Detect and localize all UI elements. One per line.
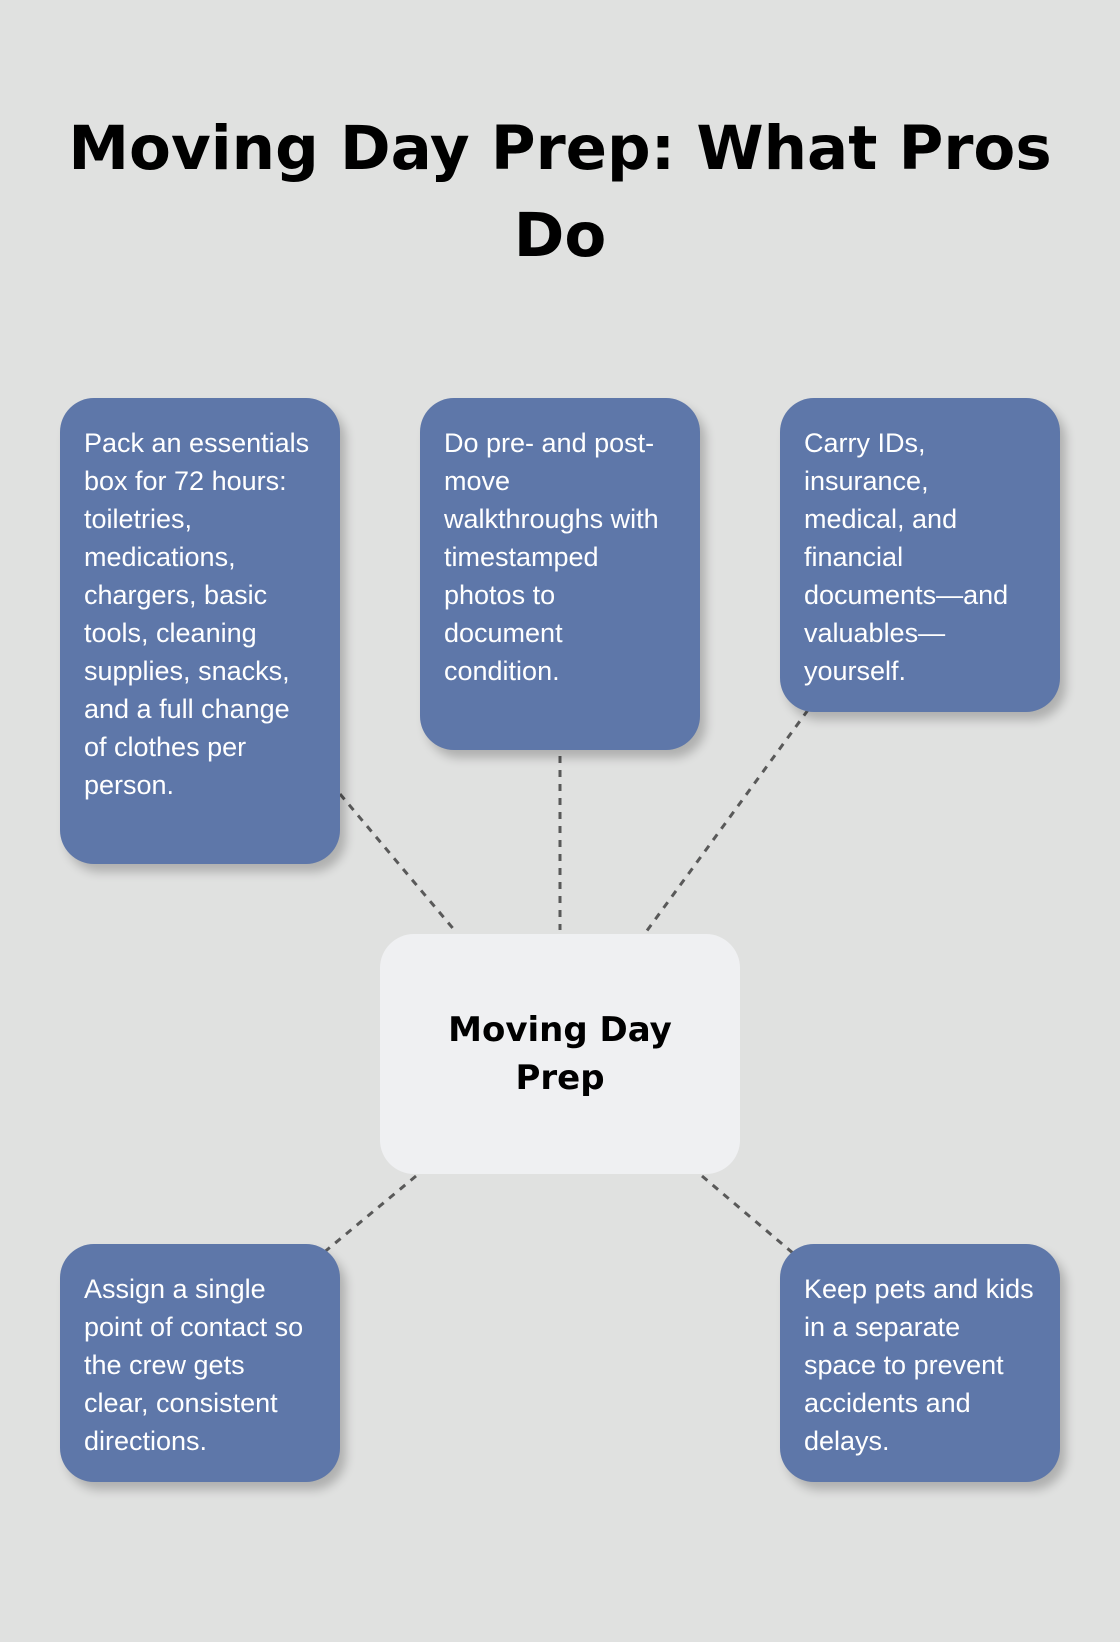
tip-card-text: Carry IDs, insurance, medical, and finan… — [804, 428, 1009, 686]
connector-card-4 — [321, 1174, 417, 1256]
tip-card-text: Do pre- and post-move walkthroughs with … — [444, 428, 659, 686]
hub-node: Moving Day Prep — [380, 934, 740, 1174]
hub-label: Moving Day Prep — [448, 1010, 672, 1098]
tip-card-text: Keep pets and kids in a separate space t… — [804, 1274, 1034, 1456]
tip-card-pets-kids: Keep pets and kids in a separate space t… — [780, 1244, 1060, 1482]
tip-card-documents: Carry IDs, insurance, medical, and finan… — [780, 398, 1060, 712]
tip-card-text: Pack an essentials box for 72 hours: toi… — [84, 428, 310, 800]
connector-card-1 — [338, 793, 458, 933]
connector-card-5 — [701, 1174, 795, 1256]
tip-card-essentials-box: Pack an essentials box for 72 hours: toi… — [60, 398, 340, 864]
page-title: Moving Day Prep: What Pros Do — [68, 113, 1052, 271]
tip-card-walkthroughs: Do pre- and post-move walkthroughs with … — [420, 398, 700, 750]
tip-card-text: Assign a single point of contact so the … — [84, 1274, 304, 1456]
tip-card-point-of-contact: Assign a single point of contact so the … — [60, 1244, 340, 1482]
connector-card-3 — [644, 709, 810, 933]
